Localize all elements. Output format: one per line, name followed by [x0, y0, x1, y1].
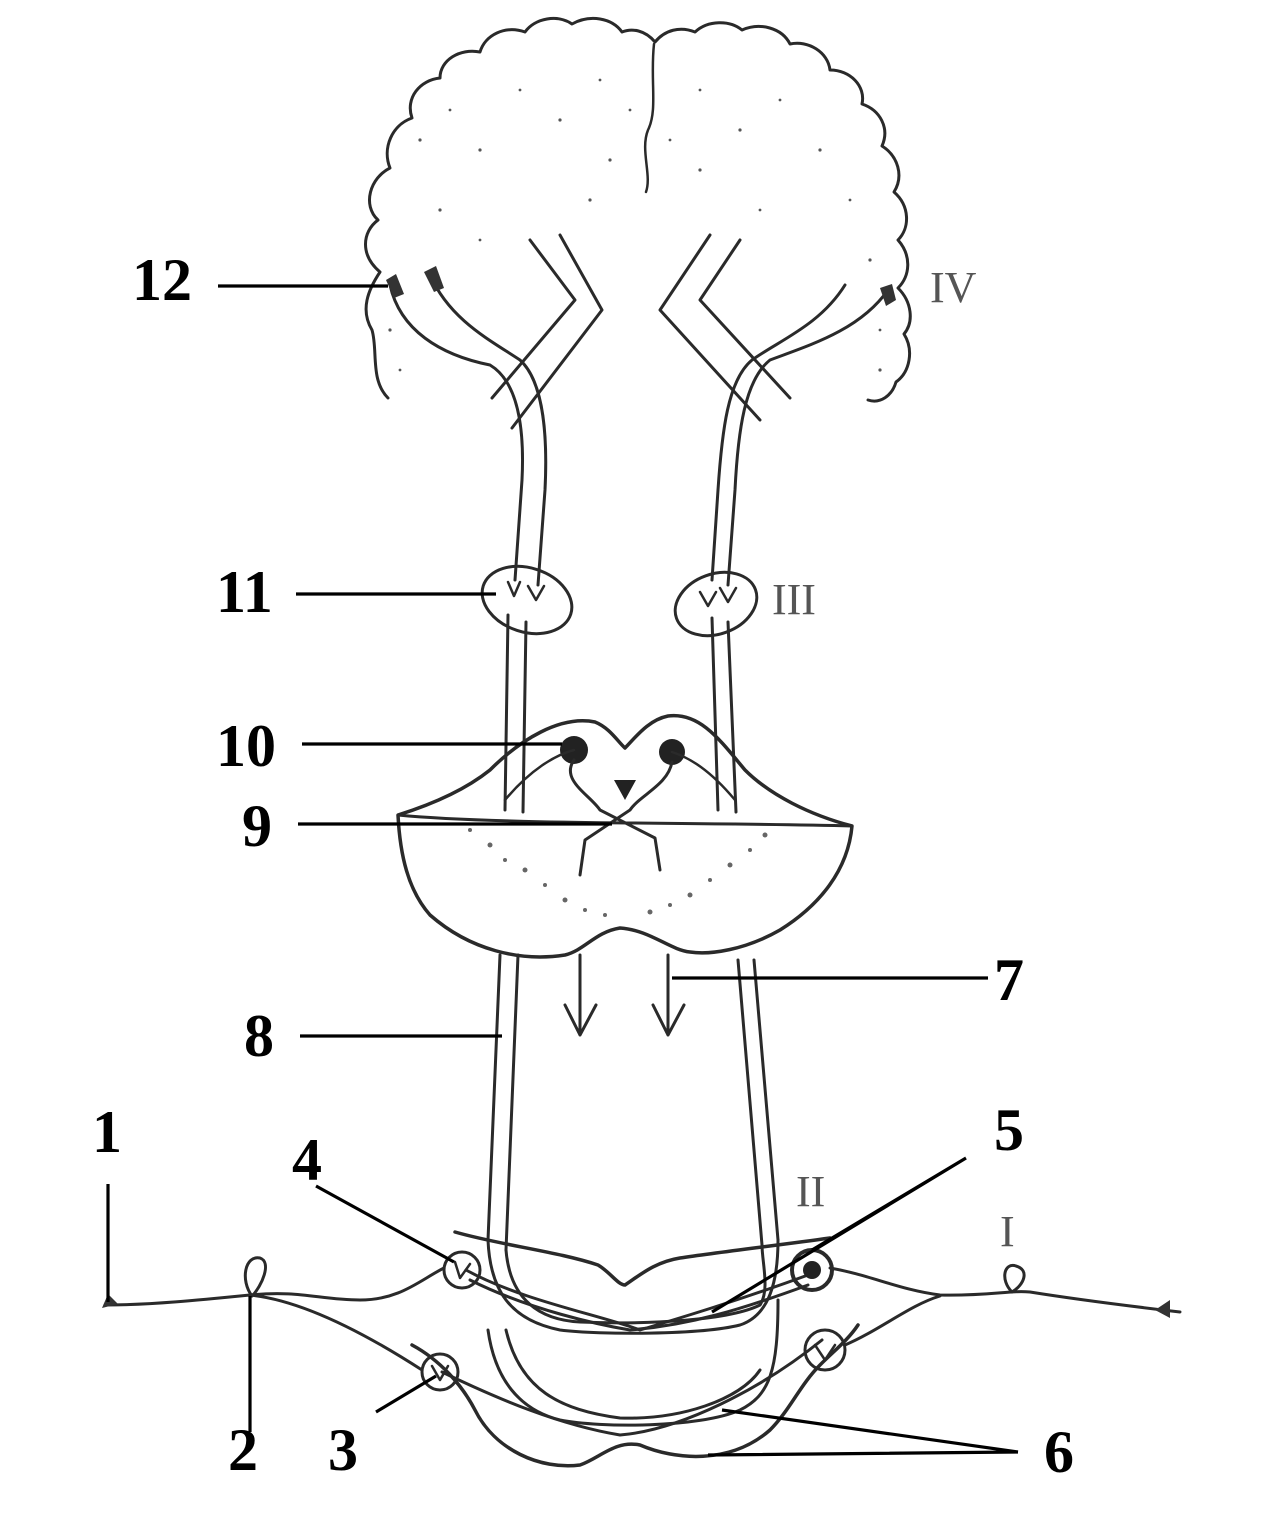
cerebrum — [364, 16, 912, 430]
leader-6 — [707, 1408, 1019, 1457]
leader-lines — [106, 284, 1019, 1457]
nerve-end-left — [102, 1294, 118, 1308]
label-II: II — [796, 1167, 825, 1216]
internal-capsule-left-inner — [510, 233, 604, 430]
label-1: 1 — [92, 1099, 122, 1165]
internal-arcuate-fiber-right — [578, 760, 674, 877]
dorsal-columns — [486, 953, 780, 1252]
thalamic-nuclei — [480, 564, 759, 638]
receptor-right — [1003, 1263, 1026, 1294]
cortex-texture — [388, 78, 882, 372]
ganglion-lower-right — [803, 1328, 847, 1372]
neuron-labels: IV III II I — [772, 263, 1015, 1256]
label-IV: IV — [930, 263, 977, 312]
longitudinal-fissure — [643, 42, 656, 194]
label-8: 8 — [244, 1003, 274, 1069]
label-I: I — [1000, 1207, 1015, 1256]
thalamus-left — [480, 564, 574, 636]
internal-arcuate-fiber-left — [568, 758, 662, 872]
central-canal — [614, 780, 636, 800]
thalamocortical-fibers — [386, 266, 896, 587]
label-III: III — [772, 575, 816, 624]
peripheral-nerve — [102, 1256, 1182, 1372]
label-4: 4 — [292, 1127, 322, 1193]
internal-capsule-left-outer — [490, 238, 577, 400]
label-11: 11 — [216, 559, 273, 625]
label-5: 5 — [994, 1097, 1024, 1163]
spinal-ganglia — [420, 1248, 847, 1392]
spinal-cord-ventral-outline — [410, 1323, 860, 1468]
cortical-neuron-right — [880, 284, 896, 306]
leader-5 — [711, 1156, 967, 1314]
thalamus-right — [673, 570, 759, 638]
cortical-neuron-left — [386, 274, 404, 298]
descending-arrow-right — [651, 953, 686, 1037]
spinal-cord-dorsal-outline — [453, 1230, 832, 1287]
label-10: 10 — [216, 713, 276, 779]
medulla — [396, 713, 854, 959]
nerve-end-right — [1155, 1300, 1170, 1318]
pyramid-texture — [468, 828, 768, 917]
medulla-outline — [396, 713, 854, 959]
cerebrum-outline — [364, 16, 912, 403]
spinal-cord-segment — [410, 1230, 860, 1468]
label-12: 12 — [132, 247, 192, 313]
ganglion-upper-left — [442, 1250, 482, 1290]
label-7: 7 — [994, 947, 1024, 1013]
label-2: 2 — [228, 1417, 258, 1483]
receptor-left — [243, 1256, 267, 1298]
internal-capsule-right-outer — [698, 238, 792, 400]
leader-3 — [375, 1374, 437, 1414]
leader-4 — [315, 1184, 455, 1264]
label-6: 6 — [1044, 1419, 1074, 1485]
cortical-neuron-left-2 — [424, 266, 444, 292]
ganglion-lower-left — [420, 1352, 460, 1392]
descending-arrow-left — [563, 953, 598, 1037]
internal-capsule-right-inner — [658, 233, 762, 422]
label-9: 9 — [242, 793, 272, 859]
labels: 12 11 10 9 8 7 6 5 4 3 2 1 — [92, 247, 1074, 1485]
label-3: 3 — [328, 1417, 358, 1483]
